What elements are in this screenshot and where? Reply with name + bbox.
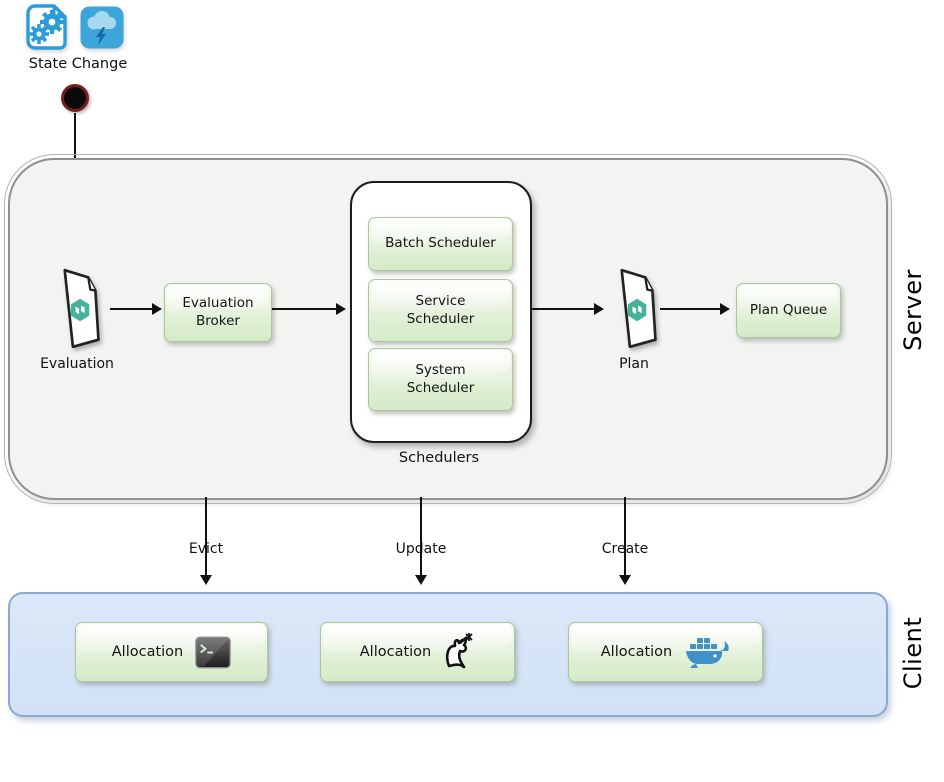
plan-queue-label: Plan Queue [749,301,828,318]
evict-label: Evict [188,541,224,557]
server-label: Server [899,269,927,351]
arrow-create [624,497,626,577]
arrow-evaluation-to-broker [110,308,154,310]
service-scheduler-node: Service Scheduler [368,279,513,342]
allocation-docker-node: Allocation [568,622,763,682]
schedulers-label: Schedulers [398,450,480,466]
arrowhead-right-icon [594,303,604,315]
client-label: Client [899,616,927,690]
arrow-schedulers-to-plan [530,308,596,310]
evaluation-broker-node: Evaluation Broker [164,283,272,342]
arrowhead-right-icon [720,303,730,315]
cloud-lightning-icon [80,6,124,49]
system-scheduler-label: System Scheduler [406,361,475,396]
service-scheduler-label: Service Scheduler [406,292,475,327]
document-gears-icon [26,4,67,50]
start-event-icon [61,84,89,112]
state-change-label: State Change [28,56,128,72]
evaluation-label: Evaluation [40,356,114,372]
batch-scheduler-label: Batch Scheduler [385,235,496,252]
system-scheduler-node: System Scheduler [368,348,513,411]
arrowhead-down-icon [619,575,631,585]
arrow-evict [205,497,207,577]
plan-document-icon [620,268,657,349]
allocation-label: Allocation [111,643,184,660]
arrowhead-down-icon [415,575,427,585]
allocation-label: Allocation [600,643,673,660]
allocation-label: Allocation [359,643,432,660]
update-label: Update [395,541,447,557]
plan-queue-node: Plan Queue [736,283,841,338]
terminal-icon [195,636,231,668]
arrowhead-right-icon [152,303,162,315]
arrow-broker-to-schedulers [272,308,338,310]
arrowhead-right-icon [336,303,346,315]
cloud-shape [87,11,116,30]
create-label: Create [601,541,649,557]
nomad-logo-icon [627,298,647,322]
nomad-logo-icon [70,298,90,322]
java-duke-icon [446,633,473,669]
evaluation-document-icon [63,268,100,349]
plan-label: Plan [619,356,649,372]
docker-whale-icon [686,638,730,668]
arrow-update [420,497,422,577]
evaluation-broker-label: Evaluation Broker [182,294,254,329]
allocation-java-node: Allocation [320,622,515,682]
batch-scheduler-node: Batch Scheduler [368,217,513,271]
arrow-plan-to-queue [660,308,722,310]
lightning-bolt [96,27,106,45]
allocation-exec-node: Allocation [75,622,268,682]
sparkle [465,633,473,641]
arrowhead-down-icon [200,575,212,585]
